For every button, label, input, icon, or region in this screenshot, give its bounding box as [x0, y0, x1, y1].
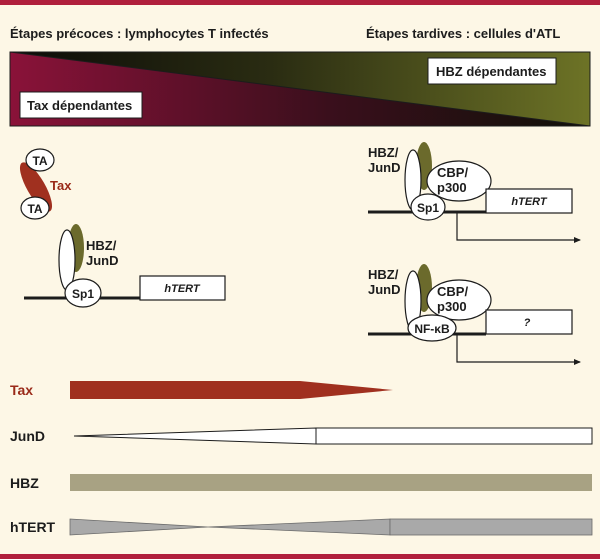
hbz-jund-label-late-top-line1: HBZ/	[368, 145, 399, 160]
cbp-label-line1-bottom: CBP/	[437, 284, 468, 299]
gradient-diagonal	[9, 51, 591, 127]
unknown-gene-box	[485, 309, 573, 335]
transcription-arrow-top	[456, 212, 581, 243]
unknown-gene-label: ?	[524, 317, 531, 329]
tax-dimer: TA TA Tax	[19, 148, 72, 220]
late-htert-promoter: CBP/ p300 Sp1 HBZ/ JunD hTERT	[368, 142, 581, 243]
hbz-expression-bar	[70, 474, 592, 491]
bottom-border	[0, 554, 600, 559]
dependency-gradient-bar: Tax dépendantes HBZ dépendantes	[9, 51, 591, 127]
htert-gene-label-late: hTERT	[511, 196, 548, 208]
htert-decreasing-wedge	[69, 518, 209, 536]
hbz-row-label: HBZ	[10, 475, 39, 491]
expression-profiles: Tax JunD HBZ hTERT	[10, 381, 593, 536]
top-border	[0, 0, 600, 5]
tax-dependent-label-box	[19, 91, 143, 119]
htert-gene-box-early	[139, 275, 226, 301]
late-stages-title: Étapes tardives : cellules d'ATL	[366, 26, 560, 41]
early-htert-promoter: Sp1 HBZ/ JunD hTERT	[24, 224, 226, 308]
tax-expression-bar	[70, 381, 393, 399]
cbp-label-line1-top: CBP/	[437, 165, 468, 180]
cbp-p300-late-top	[426, 160, 492, 202]
early-stages-title: Étapes précoces : lymphocytes T infectés	[10, 26, 269, 41]
cbp-label-line2-top: p300	[437, 180, 467, 195]
htert-gene-label-early: hTERT	[164, 283, 201, 295]
hbz-dependent-label: HBZ dépendantes	[436, 64, 547, 79]
hbz-jund-label-early-line2: JunD	[86, 253, 119, 268]
htert-row-label: hTERT	[10, 519, 56, 535]
hbz-jund-label-late-bottom-line2: JunD	[368, 282, 401, 297]
sp1-label-early: Sp1	[72, 287, 94, 301]
ta-top-label: TA	[32, 154, 47, 168]
transcription-arrow-bottom	[456, 334, 581, 365]
hbz-dependent-label-box	[427, 57, 557, 85]
jund-expression-bar	[315, 427, 593, 445]
tax-dependent-label: Tax dépendantes	[27, 98, 132, 113]
gradient-bar-border	[9, 51, 591, 127]
ta-domain-top	[25, 148, 55, 172]
late-unknown-promoter: CBP/ p300 NF-κB HBZ/ JunD ?	[368, 264, 581, 365]
tax-row-label: Tax	[10, 382, 33, 398]
sp1-protein-late-top	[410, 193, 446, 221]
cbp-p300-late-bottom	[426, 279, 492, 321]
htert-expression-bar	[389, 518, 593, 536]
jund-row-label: JunD	[10, 428, 45, 444]
hbz-jund-label-early-line1: HBZ/	[86, 238, 117, 253]
ta-domain-bottom	[20, 196, 50, 220]
tax-label: Tax	[50, 178, 72, 193]
nfkb-protein	[407, 314, 457, 342]
ta-bottom-label: TA	[27, 202, 42, 216]
nfkb-label: NF-κB	[414, 322, 450, 336]
hbz-jund-label-late-bottom-line1: HBZ/	[368, 267, 399, 282]
sp1-label-late-top: Sp1	[417, 201, 439, 215]
sp1-protein-early	[64, 278, 102, 308]
cbp-label-line2-bottom: p300	[437, 299, 467, 314]
htert-gene-box-late	[485, 188, 573, 214]
hbz-jund-label-late-top-line2: JunD	[368, 160, 401, 175]
